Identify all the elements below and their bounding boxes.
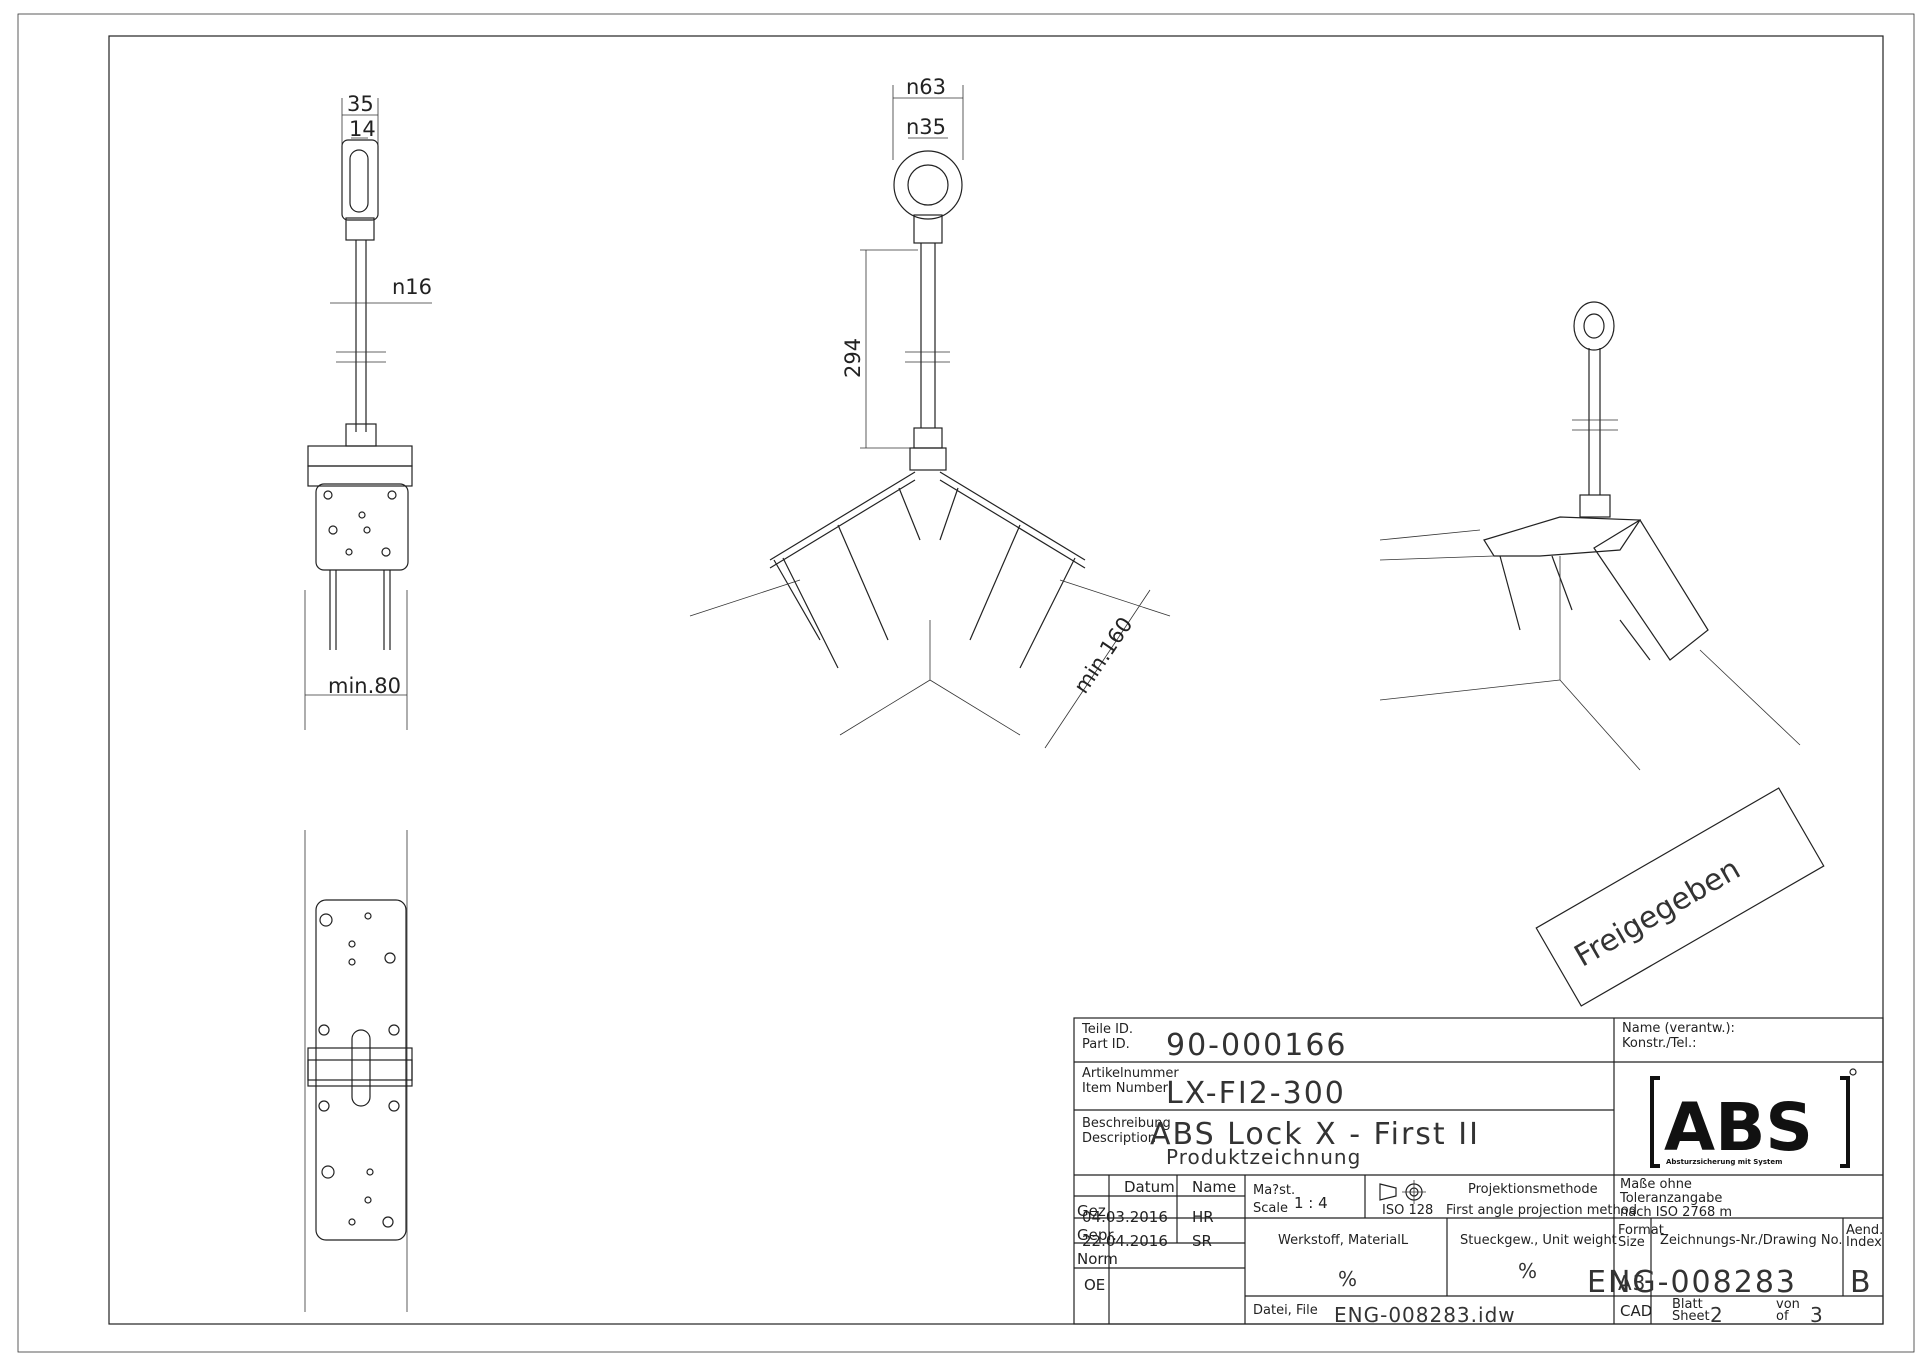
item-number-label-de: Artikelnummer	[1082, 1066, 1179, 1081]
stamp-text: Freigegeben	[1569, 851, 1747, 974]
dim-min-80: min.80	[328, 674, 401, 698]
row4-label: OE	[1084, 1276, 1105, 1294]
dim-width-35: 35	[347, 92, 374, 116]
responsible-label-de: Name (verantw.):	[1622, 1021, 1735, 1036]
row1-name: HR	[1192, 1208, 1214, 1226]
dim-width-14: 14	[349, 117, 376, 141]
plan-view	[304, 830, 413, 1312]
format-label-de: Format	[1618, 1223, 1664, 1238]
dim-min-160: min.160	[1069, 613, 1137, 698]
item-number-value: LX-FI2-300	[1166, 1076, 1346, 1111]
sheet-label-en: Sheet	[1672, 1309, 1710, 1324]
file-label: Datei, File	[1253, 1303, 1318, 1318]
sheet-value: 2	[1710, 1303, 1724, 1327]
drawing-no-value: ENG-008283	[1587, 1265, 1797, 1300]
weight-value: %	[1518, 1259, 1538, 1283]
inner-frame	[108, 35, 1884, 1325]
revision-label-en: Index	[1846, 1235, 1882, 1250]
row1-date: 04.03.2016	[1082, 1208, 1168, 1226]
row2-name: SR	[1192, 1232, 1212, 1250]
of-label-en: of	[1776, 1309, 1789, 1324]
projection-label: Projektionsmethode	[1468, 1182, 1598, 1197]
drawing-no-label: Zeichnungs-Nr./Drawing No.	[1660, 1233, 1843, 1248]
logo-tagline: Absturzsicherung mit System	[1666, 1158, 1782, 1166]
sheet-label-de: Blatt	[1672, 1297, 1703, 1312]
dim-diameter-35: n35	[906, 115, 946, 139]
row2-label: Gepr.	[1077, 1226, 1117, 1244]
dim-length-294: 294	[841, 338, 865, 378]
weight-label: Stueckgew., Unit weight	[1460, 1233, 1617, 1248]
outer-frame	[17, 13, 1915, 1353]
responsible-label-en: Konstr./Tel.:	[1622, 1036, 1696, 1051]
item-number-label-en: Item Number	[1082, 1081, 1169, 1096]
of-label-de: von	[1776, 1297, 1800, 1312]
of-value: 3	[1810, 1303, 1824, 1327]
title-block: Teile ID. Part ID. 90-000166 Artikelnumm…	[1073, 1017, 1884, 1327]
format-label-en: Size	[1618, 1235, 1645, 1250]
format-value: A3	[1618, 1271, 1646, 1295]
description-subtitle: Produktzeichnung	[1166, 1145, 1361, 1169]
part-id-value: 90-000166	[1166, 1028, 1348, 1063]
row3-label: Norm	[1077, 1250, 1118, 1268]
projection-symbol-icon	[1379, 1180, 1426, 1204]
dim-diameter-16: n16	[392, 275, 432, 299]
description-value: ABS Lock X - First II	[1150, 1117, 1480, 1152]
dim-diameter-63: n63	[906, 75, 946, 99]
material-value: %	[1338, 1267, 1358, 1291]
projection-iso: ISO 128	[1382, 1203, 1433, 1218]
side-view: 35 14 n16	[304, 92, 432, 730]
abs-logo: ABS Absturzsicherung mit System	[1650, 1068, 1857, 1168]
tolerance-line-1: Maße ohne	[1620, 1177, 1692, 1192]
front-view: n63 n35 294	[689, 75, 1171, 749]
projection-method: First angle projection method	[1446, 1203, 1637, 1218]
file-name: ENG-008283.idw	[1334, 1303, 1516, 1327]
row1-label: Gez.	[1077, 1202, 1111, 1220]
col-name: Name	[1192, 1178, 1236, 1196]
part-id-label-en: Part ID.	[1082, 1037, 1130, 1052]
scale-label-en: Scale	[1253, 1201, 1288, 1216]
description-label-en: Description	[1082, 1131, 1156, 1146]
tolerance-line-3: nach ISO 2768 m	[1620, 1205, 1732, 1220]
revision-label-de: Aend.	[1846, 1223, 1883, 1238]
scale-label-de: Ma?st.	[1253, 1183, 1295, 1198]
material-label: Werkstoff, MaterialL	[1278, 1233, 1409, 1248]
description-label-de: Beschreibung	[1082, 1116, 1171, 1131]
scale-value: 1 : 4	[1294, 1194, 1328, 1212]
logo-text: ABS	[1664, 1089, 1813, 1166]
tolerance-line-2: Toleranzangabe	[1619, 1191, 1722, 1206]
part-id-label-de: Teile ID.	[1081, 1022, 1133, 1037]
row2-date: 22.04.2016	[1082, 1232, 1168, 1250]
release-stamp: Freigegeben	[1535, 787, 1825, 1007]
col-datum: Datum	[1124, 1178, 1175, 1196]
revision-value: B	[1850, 1265, 1873, 1300]
cad-label: CAD	[1620, 1302, 1652, 1320]
isometric-view	[1379, 301, 1801, 771]
